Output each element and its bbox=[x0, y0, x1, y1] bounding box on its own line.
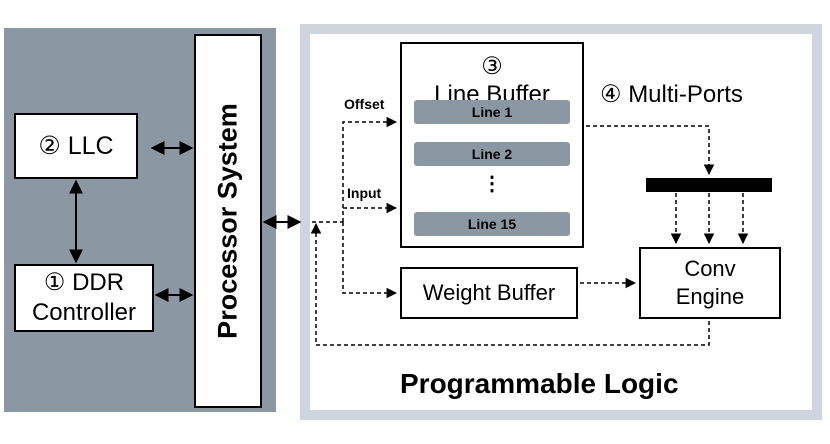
line-ellipsis: ⋮ bbox=[482, 173, 502, 195]
conv-engine-line2: Engine bbox=[675, 284, 745, 309]
line-row-2: Line 2 bbox=[414, 142, 570, 166]
multi-ports-number: ④ bbox=[600, 81, 622, 108]
line-buffer-block: ③ Line Buffer Line 1 Line 2 ⋮ Line 15 bbox=[400, 42, 584, 248]
ddr-label-line1: ① DDR bbox=[44, 268, 124, 298]
weight-buffer-block: Weight Buffer bbox=[400, 267, 578, 319]
llc-number: ② bbox=[38, 132, 61, 160]
line-buffer-number: ③ bbox=[481, 53, 503, 80]
ddr-text: DDR bbox=[72, 269, 125, 296]
processor-system-label: Processor System bbox=[212, 103, 243, 339]
ddr-label-line2: Controller bbox=[31, 299, 137, 326]
offset-label: Offset bbox=[344, 96, 385, 112]
line-row-1: Line 1 bbox=[414, 100, 570, 124]
llc-text: LLC bbox=[67, 132, 114, 160]
ddr-controller-block: ① DDR Controller bbox=[14, 264, 154, 332]
processor-system-block: Processor System bbox=[194, 34, 262, 408]
llc-block: ② LLC bbox=[14, 113, 138, 179]
multi-port-bus-bar bbox=[646, 178, 772, 192]
ddr-number: ① bbox=[43, 269, 66, 296]
programmable-logic-title: Programmable Logic bbox=[400, 368, 679, 399]
input-label: Input bbox=[347, 185, 382, 201]
line-row-15: Line 15 bbox=[414, 212, 570, 236]
multi-ports-label: ④ Multi-Ports bbox=[600, 80, 743, 109]
llc-label: ② LLC bbox=[38, 131, 113, 161]
conv-engine-block: Conv Engine bbox=[639, 247, 781, 319]
multi-ports-text: Multi-Ports bbox=[628, 81, 743, 108]
conv-engine-line1: Conv bbox=[684, 256, 736, 281]
